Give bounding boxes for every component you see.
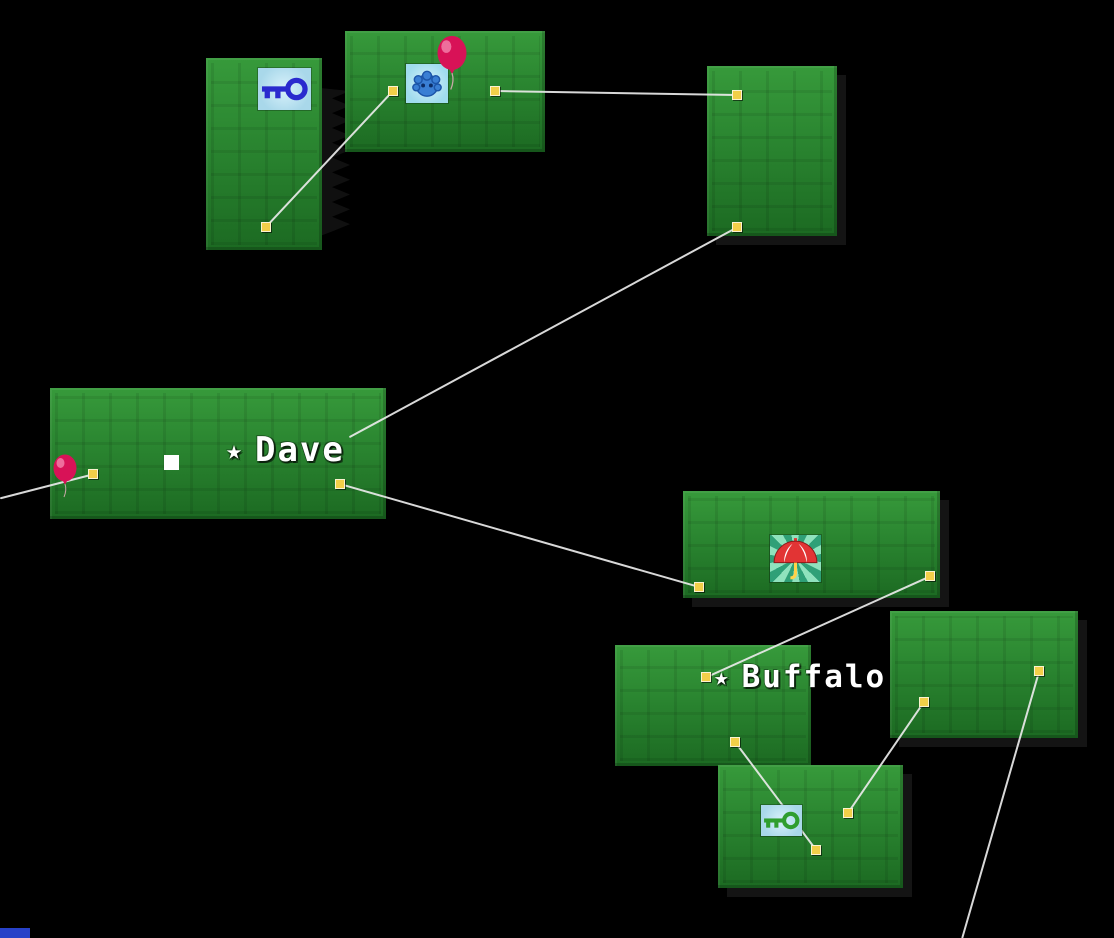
- room-green-key[interactable]: [718, 765, 903, 888]
- red-balloon-2: [50, 453, 80, 499]
- umbrella-icon: [770, 535, 821, 582]
- map-connection-line: [348, 225, 738, 439]
- door-node[interactable]: [925, 571, 935, 581]
- label-text: Buffalo: [741, 659, 887, 695]
- room-maze-pattern: [723, 770, 898, 883]
- door-node[interactable]: [811, 845, 821, 855]
- door-node[interactable]: [490, 86, 500, 96]
- door-node[interactable]: [88, 469, 98, 479]
- door-node[interactable]: [694, 582, 704, 592]
- door-node[interactable]: [843, 808, 853, 818]
- room-maze-pattern: [55, 393, 381, 514]
- bottom-left-blue-strip: [0, 928, 30, 938]
- door-node[interactable]: [388, 86, 398, 96]
- room-maze-pattern: [895, 616, 1073, 733]
- door-node[interactable]: [261, 222, 271, 232]
- room-buffalo[interactable]: [615, 645, 811, 766]
- red-balloon-1: [433, 34, 471, 92]
- green-key-icon: [761, 805, 802, 836]
- star-icon: ★: [226, 434, 244, 466]
- label-dave: ★ Dave: [226, 430, 345, 470]
- room-upper-right[interactable]: [707, 66, 837, 236]
- room-dave[interactable]: [50, 388, 386, 519]
- blue-blob-icon: [406, 64, 448, 103]
- room-lower-right[interactable]: [890, 611, 1078, 738]
- door-node[interactable]: [732, 222, 742, 232]
- room-maze-pattern: [620, 650, 806, 761]
- door-node[interactable]: [730, 737, 740, 747]
- door-node[interactable]: [919, 697, 929, 707]
- label-text: Dave: [254, 430, 345, 470]
- blue-key-icon: [258, 68, 311, 110]
- star-icon: ★: [714, 662, 731, 691]
- door-node[interactable]: [701, 672, 711, 682]
- door-node[interactable]: [1034, 666, 1044, 676]
- map-connection-line: [339, 482, 700, 589]
- door-node[interactable]: [335, 479, 345, 489]
- label-buffalo: ★ Buffalo: [714, 659, 886, 695]
- white-square: [164, 455, 179, 470]
- door-node[interactable]: [732, 90, 742, 100]
